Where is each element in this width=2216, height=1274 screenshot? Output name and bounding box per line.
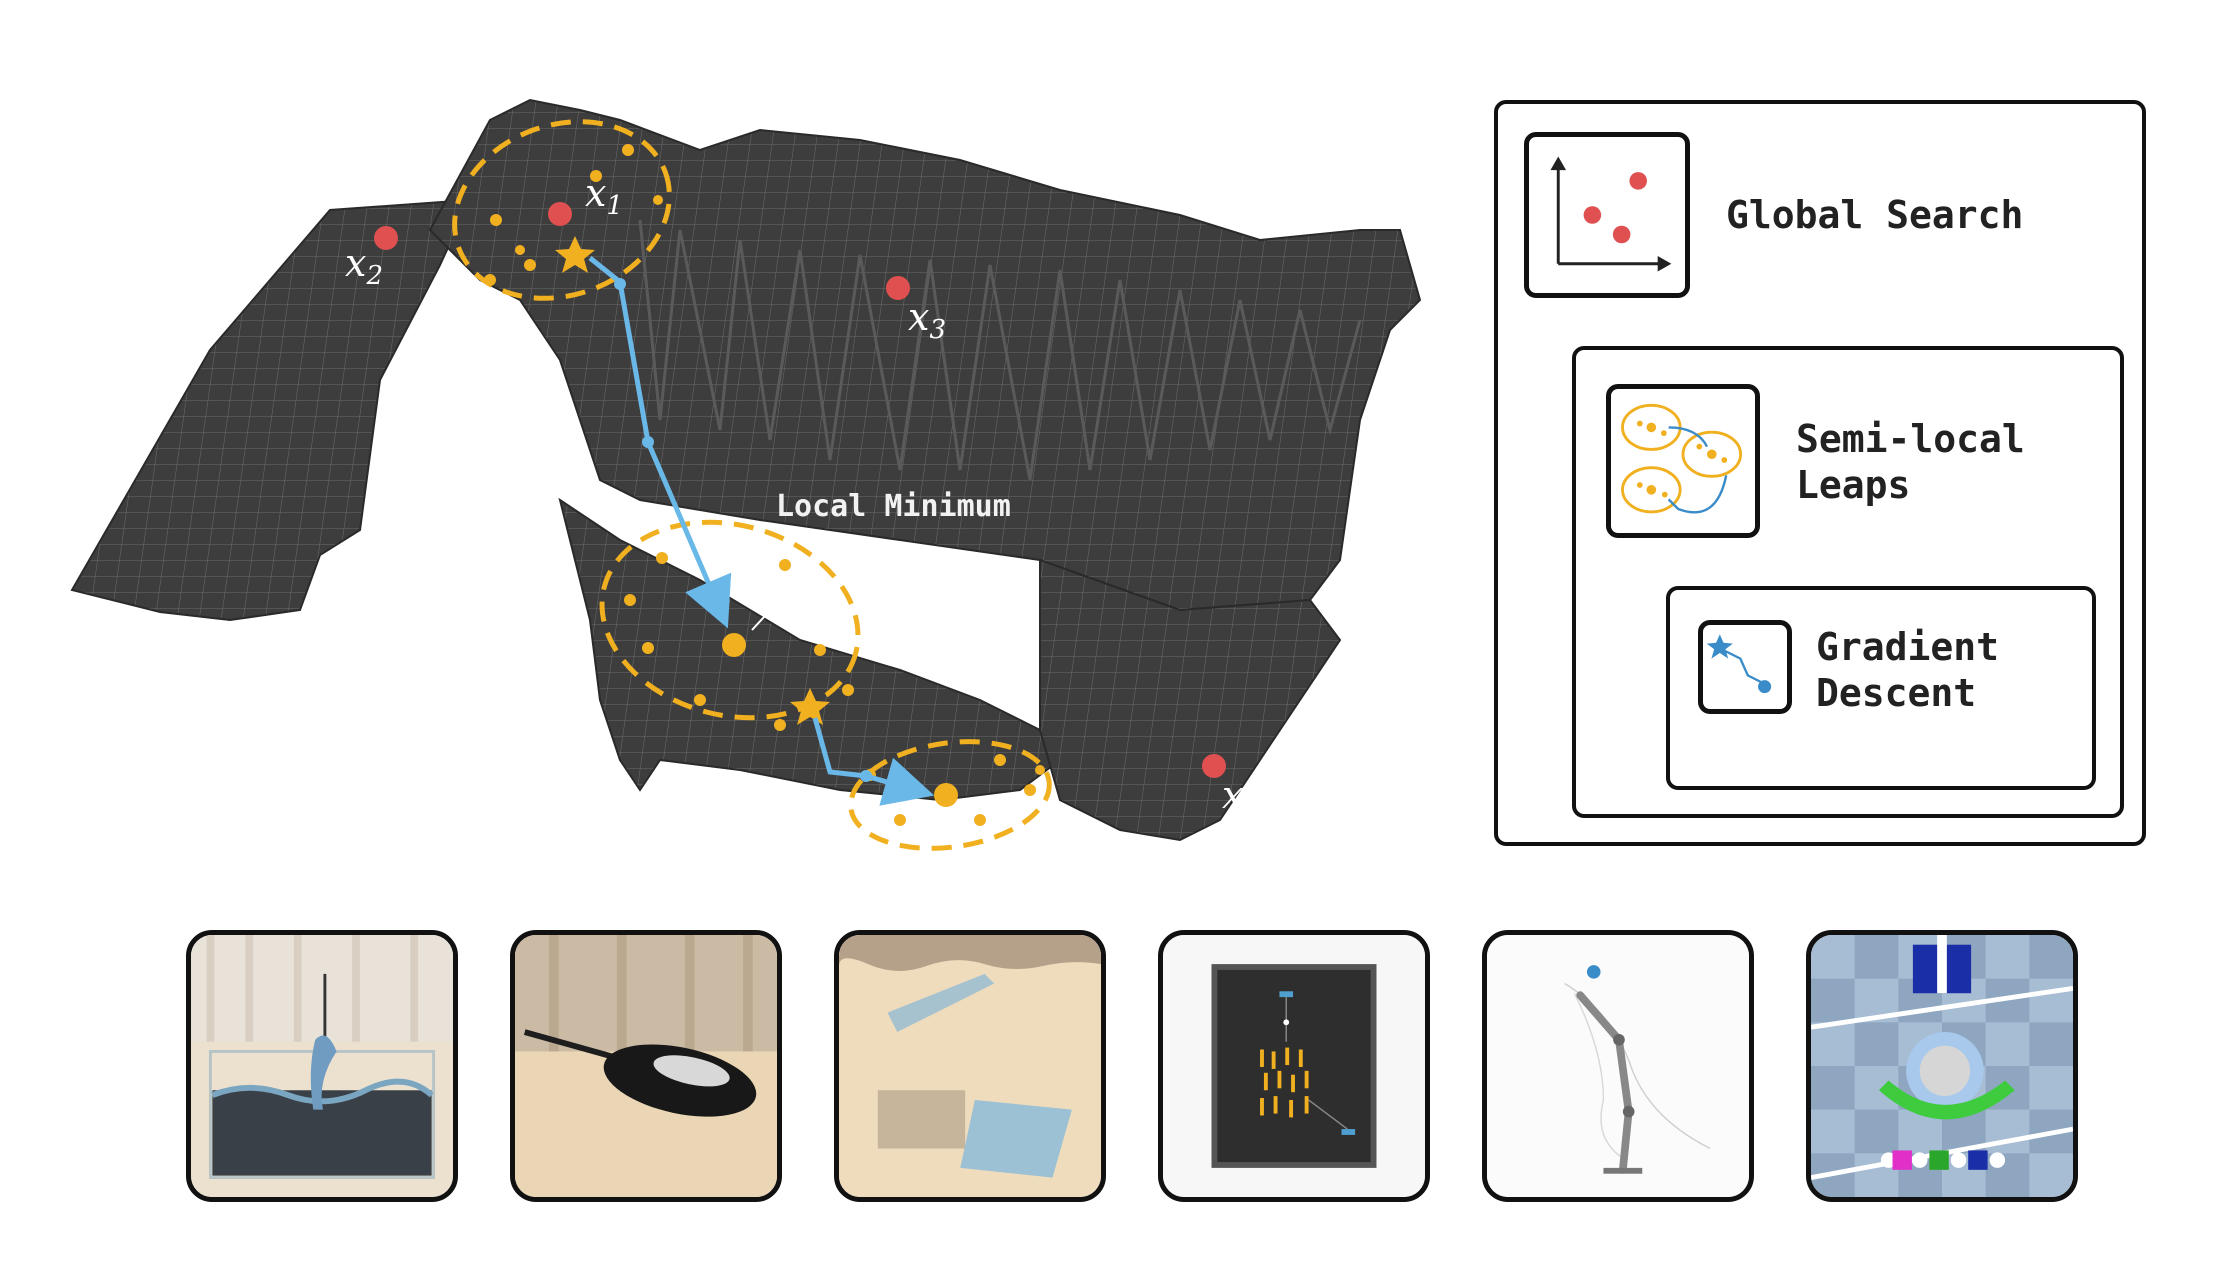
thumbnail-object-packing	[1158, 930, 1430, 1202]
label-xn: xn	[1222, 773, 1260, 823]
semi-local-leaps-label: Semi-local Leaps	[1796, 417, 2025, 507]
thumbnail-pan-flipping	[510, 930, 782, 1202]
label-x3: x3	[908, 295, 946, 345]
frying-pan-icon	[515, 935, 777, 1197]
thumbnail-molecule-assembly	[1806, 930, 2078, 1202]
robot-arm-icon	[1487, 935, 1749, 1197]
local-minimum-label: Local Minimum	[776, 489, 1011, 524]
local-minimum-point	[722, 633, 746, 657]
water-tank-icon	[191, 935, 453, 1197]
star-markers	[555, 236, 830, 725]
label-x1: x1	[585, 171, 623, 221]
chess-board-icon	[1811, 935, 2073, 1197]
gradient-descent-icon	[1698, 620, 1792, 714]
landscape-back-wall	[428, 98, 1422, 612]
loss-landscape: x1 x2 x3 xn Local Minimum	[70, 98, 1422, 851]
landscape-left-ramp	[70, 198, 472, 622]
global-search-icon	[1524, 132, 1690, 298]
label-x2: x2	[345, 241, 383, 291]
gradient-nodes	[614, 278, 872, 782]
global-search-label: Global Search	[1726, 193, 2024, 237]
gradient-path	[588, 256, 935, 806]
landscape-basin	[558, 497, 1062, 802]
leap-region-top	[452, 119, 672, 301]
landscape-basin-right	[1039, 558, 1342, 842]
gradient-descent-label: Gradient Descent	[1816, 625, 2000, 715]
landscape-spikes	[638, 219, 1362, 481]
thumbnail-cloth-folding	[834, 930, 1106, 1202]
cloth-icon	[839, 935, 1101, 1197]
thumbnail-fluid-pouring	[186, 930, 458, 1202]
packing-board-icon	[1163, 935, 1425, 1197]
leap-region-bottom	[848, 739, 1052, 851]
leap-samples	[484, 144, 1045, 826]
leap-region-middle	[599, 519, 861, 721]
local-minimum-pointer	[751, 564, 813, 631]
final-minimum-point	[934, 783, 958, 807]
thumbnail-arm-reaching	[1482, 930, 1754, 1202]
global-samples	[374, 202, 1226, 778]
semi-local-leaps-icon	[1606, 384, 1760, 538]
